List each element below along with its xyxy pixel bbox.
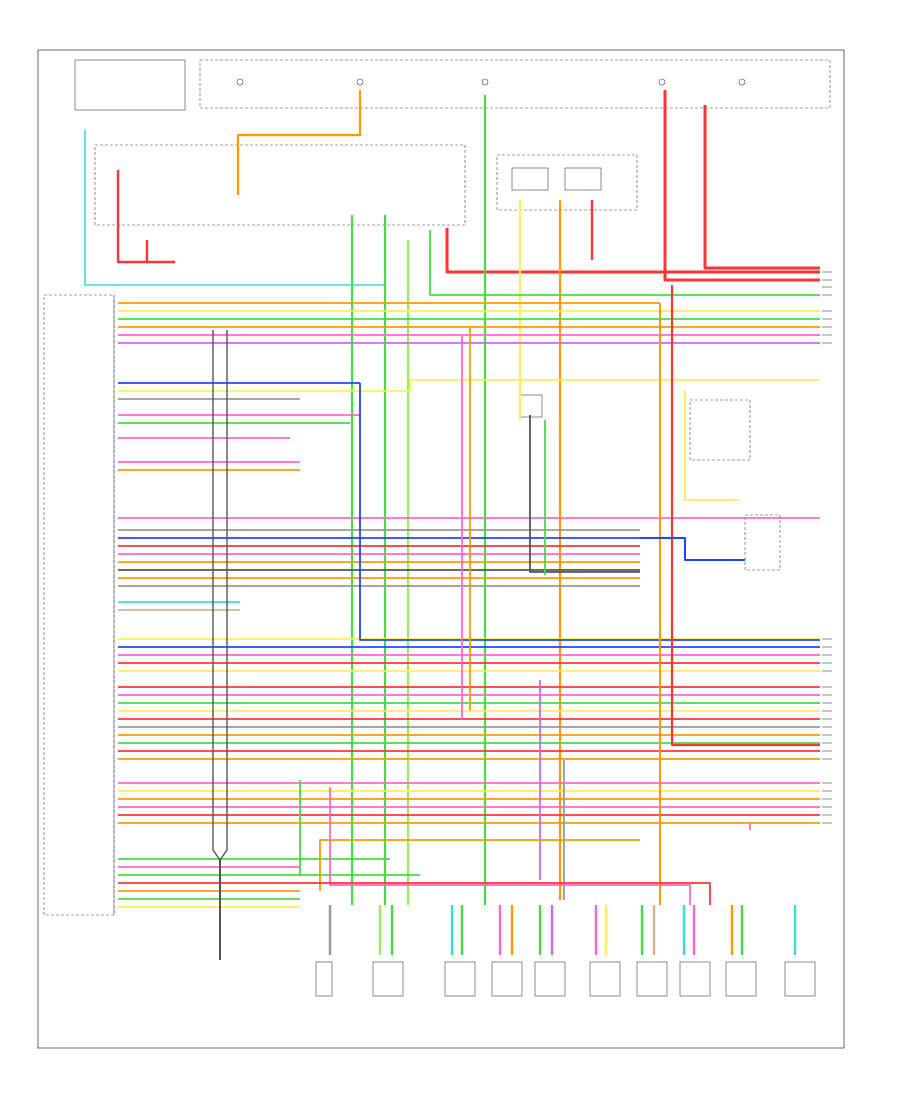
wire-darkgray-mid xyxy=(529,415,640,573)
wire-red-low xyxy=(310,882,711,905)
relay-module xyxy=(94,144,638,418)
wire-blue-right xyxy=(640,537,745,561)
wire-red-relay xyxy=(116,170,175,264)
stub-layer xyxy=(822,271,832,824)
wire-yellow-down xyxy=(409,379,820,391)
wire-splice-loop xyxy=(212,330,228,861)
wire-orange-low xyxy=(319,839,640,891)
wire-red-right xyxy=(670,285,820,747)
power-distribution-box xyxy=(74,59,831,111)
wire-red-main-3 xyxy=(703,105,820,270)
wire-red-main-2 xyxy=(663,90,820,282)
right-connectors xyxy=(689,399,781,571)
pcm-connector xyxy=(43,294,115,916)
wire-cyan-top xyxy=(84,130,385,286)
wire-orange-power xyxy=(236,90,362,195)
bottom-components xyxy=(315,961,816,997)
wire-pink-low xyxy=(329,787,691,905)
diagram-frame xyxy=(37,49,845,1049)
wire-layer xyxy=(84,90,820,960)
wire-red-main-1 xyxy=(445,228,820,274)
wire-blue-down xyxy=(359,383,820,641)
wire-yellow-right xyxy=(684,390,740,501)
wire-green-top-r xyxy=(429,230,820,296)
